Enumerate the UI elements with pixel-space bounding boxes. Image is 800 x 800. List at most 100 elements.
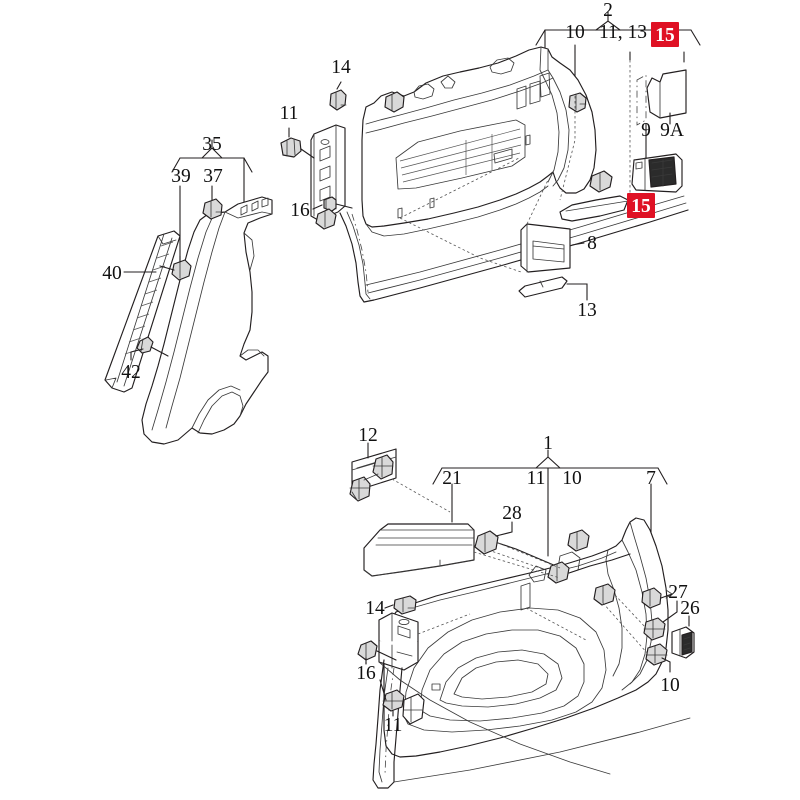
part-12-latch <box>349 448 397 502</box>
callout-label-bottom-10: 10 <box>562 468 582 489</box>
leader-11-bottom-b <box>379 679 387 701</box>
part-39-clip <box>159 259 192 281</box>
left-pillar-arch <box>197 391 244 434</box>
bottom-panel-slot <box>520 582 531 611</box>
part-7-cap <box>641 587 673 609</box>
callout-label-top-13: 13 <box>577 300 597 321</box>
part-21-cover <box>363 523 475 577</box>
callout-label-left-35: 35 <box>202 134 222 155</box>
bottom-dotted-c <box>417 613 471 635</box>
leader-13 <box>566 283 588 301</box>
callout-label-top-10: 10 <box>565 22 585 43</box>
bottom-assembly-labels: 12 1 21 11 10 7 28 27 26 14 16 10 11 <box>356 425 700 736</box>
callout-label-top-8: 8 <box>587 233 597 254</box>
top-panel-inner-line-2 <box>365 77 554 134</box>
leader-28-ext <box>515 548 557 567</box>
part-13-bar <box>518 276 568 298</box>
top-rail-outer <box>339 209 689 303</box>
bottom-clip-upper-a <box>547 561 570 584</box>
callout-label-bottom-28: 28 <box>502 503 522 524</box>
bottom-panel-arch-outer <box>403 607 607 733</box>
top-left-bracket <box>310 124 346 221</box>
top-assembly-labels: 2 10 11, 13 14 11 16 9 9A 8 13 <box>280 0 684 321</box>
bottom-panel-left-leg-inner <box>378 667 389 783</box>
top-panel-slot-c <box>539 72 551 98</box>
top-leader-dotted-b <box>399 157 520 219</box>
bottom-panel-arch-mid <box>419 629 585 722</box>
bottom-diagonal-rail <box>393 717 691 783</box>
leader-8 <box>571 242 585 246</box>
top-panel-tick-a <box>525 134 531 146</box>
callout-label-top-9A: 9A <box>660 120 684 141</box>
callout-label-top-11-13: 11, 13 <box>599 22 647 43</box>
bottom-panel-rim-3 <box>629 521 653 685</box>
part-11-clip-bottom <box>382 689 405 712</box>
part-15-strip <box>559 195 629 222</box>
part-40-strip <box>104 230 181 393</box>
part-9-switch <box>631 153 683 193</box>
leader-16-top <box>312 204 323 210</box>
bottom-left-bracket <box>378 612 419 671</box>
bottom-wire-1 <box>568 553 631 574</box>
leader-10-bottom <box>661 657 671 673</box>
top-panel-lower-lip <box>365 185 549 237</box>
callout-label-left-37: 37 <box>203 166 223 187</box>
highlight-badge-15-lower[interactable]: 15 <box>627 193 655 218</box>
callout-label-bottom-26: 26 <box>680 598 700 619</box>
left-assembly-labels: 35 39 37 40 42 <box>102 134 223 383</box>
part-26-block <box>671 626 695 659</box>
top-panel-edge-line <box>547 48 570 187</box>
bottom-panel-rim-4 <box>605 549 623 677</box>
left-pillar-notch-3 <box>261 197 269 208</box>
bottom-dotted-f <box>602 602 649 655</box>
left-pillar-top-lip <box>224 211 273 219</box>
top-panel-vent <box>395 119 526 190</box>
bracket-group-35 <box>171 139 253 269</box>
bottom-panel-upper-notch-2 <box>528 565 547 583</box>
left-pillar-notch-2 <box>251 200 259 212</box>
left-pillar-notch-1 <box>240 204 248 216</box>
bracket-group-2 <box>535 11 701 53</box>
callout-label-bottom-11: 11 <box>527 468 546 489</box>
left-pillar-cut-a <box>243 232 255 271</box>
top-panel-tick-b <box>429 197 435 209</box>
highlight-badge-15-upper[interactable]: 15 <box>651 22 679 47</box>
top-panel-slot-a <box>516 85 527 110</box>
top-assembly-group <box>280 11 701 303</box>
highlight-badge-label: 15 <box>631 196 651 217</box>
part-10-plug-bottom <box>645 643 668 666</box>
bottom-assembly-group <box>349 442 695 789</box>
top-panel-rim-notch-c <box>440 75 456 89</box>
left-pillar-cut-b <box>239 349 265 357</box>
top-leader-dotted-e <box>559 96 576 201</box>
bottom-panel-left-leg <box>372 659 403 789</box>
callout-label-bottom-7: 7 <box>646 468 656 489</box>
leader-28 <box>495 521 513 537</box>
top-panel-rim-notch-a <box>413 83 435 100</box>
part-14-clip-bottom <box>393 595 417 615</box>
leader-27 <box>662 600 678 623</box>
part-9A-cover <box>636 69 687 126</box>
top-panel-inner-line-1 <box>365 69 549 125</box>
left-pillar-inner-2 <box>165 211 226 429</box>
top-leader-dotted-a <box>399 217 522 273</box>
top-rail-inner-1 <box>346 211 371 300</box>
leader-14-top <box>336 81 342 90</box>
top-leader-dotted-c <box>526 179 549 225</box>
callout-label-left-39: 39 <box>171 166 191 187</box>
part-8-panel <box>520 223 571 273</box>
top-rail-clip <box>315 208 337 230</box>
part-16-bolt-bottom <box>357 640 397 661</box>
leader-42 <box>130 348 144 361</box>
callout-label-bottom-21: 21 <box>442 468 462 489</box>
callout-label-bottom-16: 16 <box>356 663 376 684</box>
part-27-clip <box>643 617 666 641</box>
callout-label-top-16: 16 <box>290 200 310 221</box>
callout-label-top-11: 11 <box>280 103 299 124</box>
bottom-clip-right <box>593 583 616 606</box>
bottom-panel-rim-1 <box>395 551 617 613</box>
top-panel-mid-clip <box>384 91 405 113</box>
callout-label-bottom-1: 1 <box>543 433 553 454</box>
callout-label-top-2: 2 <box>603 0 613 21</box>
